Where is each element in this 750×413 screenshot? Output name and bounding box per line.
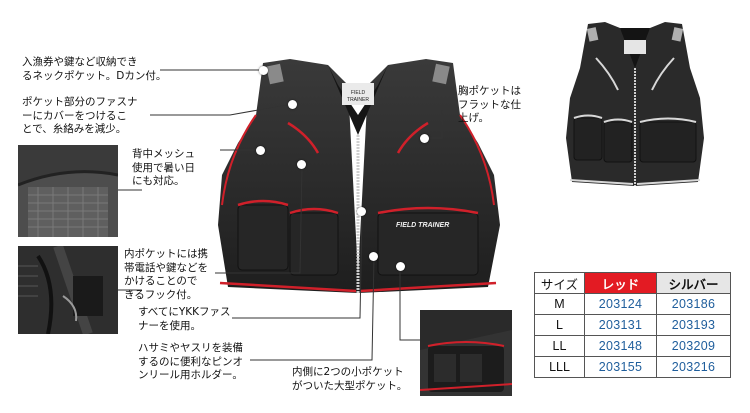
annotation-zipper-cover: ポケット部分のファスナ ーにカバーをつけるこ とで、糸絡みを減少。: [22, 96, 138, 135]
header-silver: シルバー: [656, 272, 731, 294]
inner-pocket-photo: [18, 246, 118, 334]
brand-logo: FIELD TRAINER: [396, 222, 450, 229]
annotation-holder: ハサミやヤスリを装備 するのに便利なピンオ ンリール用ホルダー。: [138, 342, 243, 381]
annotation-ykk: すべてにYKKファス ナーを使用。: [138, 306, 231, 332]
callout-dot-inner-pocket: [297, 160, 306, 169]
callout-dot-back-mesh: [256, 146, 265, 155]
svg-text:FIELD: FIELD: [351, 90, 366, 96]
red-code-cell: 203124: [584, 293, 657, 315]
size-code-table: サイズ レッド シルバー M 203124 203186 L 203131 20…: [534, 272, 731, 378]
svg-text:TRAINER: TRAINER: [347, 97, 369, 103]
silver-code-cell: 203193: [656, 314, 731, 336]
size-cell: LLL: [534, 356, 585, 378]
silver-code-cell: 203209: [656, 335, 731, 357]
silver-vest-image: [566, 22, 704, 186]
header-size: サイズ: [534, 272, 585, 294]
back-mesh-photo: [18, 145, 118, 237]
table-row: L 203131 203193: [534, 314, 731, 336]
annotation-large-pocket: 内側に2つの小ポケット がついた大型ポケット。: [292, 366, 408, 392]
annotation-chest-pocket: 胸ポケットは フラットな仕 上げ。: [458, 85, 521, 124]
size-cell: LL: [534, 335, 585, 357]
table-header-row: サイズ レッド シルバー: [534, 272, 731, 294]
size-cell: M: [534, 293, 585, 315]
callout-dot-ykk: [357, 207, 366, 216]
size-cell: L: [534, 314, 585, 336]
callout-dot-neck: [259, 66, 268, 75]
silver-code-cell: 203216: [656, 356, 731, 378]
table-row: LL 203148 203209: [534, 335, 731, 357]
red-code-cell: 203148: [584, 335, 657, 357]
annotation-inner-pocket: 内ポケットには携 帯電話や鍵などを かけることので きるフック付。: [124, 248, 208, 301]
red-code-cell: 203131: [584, 314, 657, 336]
silver-code-cell: 203186: [656, 293, 731, 315]
callout-dot-holder: [369, 252, 378, 261]
callout-dot-large-pocket: [396, 262, 405, 271]
table-row: M 203124 203186: [534, 293, 731, 315]
table-row: LLL 203155 203216: [534, 356, 731, 378]
large-pocket-photo: [420, 310, 512, 396]
header-red: レッド: [584, 272, 657, 294]
annotation-neck-pocket: 入漁券や鍵など収納でき るネックポケット。Dカン付。: [22, 56, 167, 82]
callout-dot-zipper-cover: [288, 100, 297, 109]
red-code-cell: 203155: [584, 356, 657, 378]
callout-dot-chest: [420, 134, 429, 143]
annotation-back-mesh: 背中メッシュ 使用で暑い日 にも対応。: [132, 148, 195, 187]
